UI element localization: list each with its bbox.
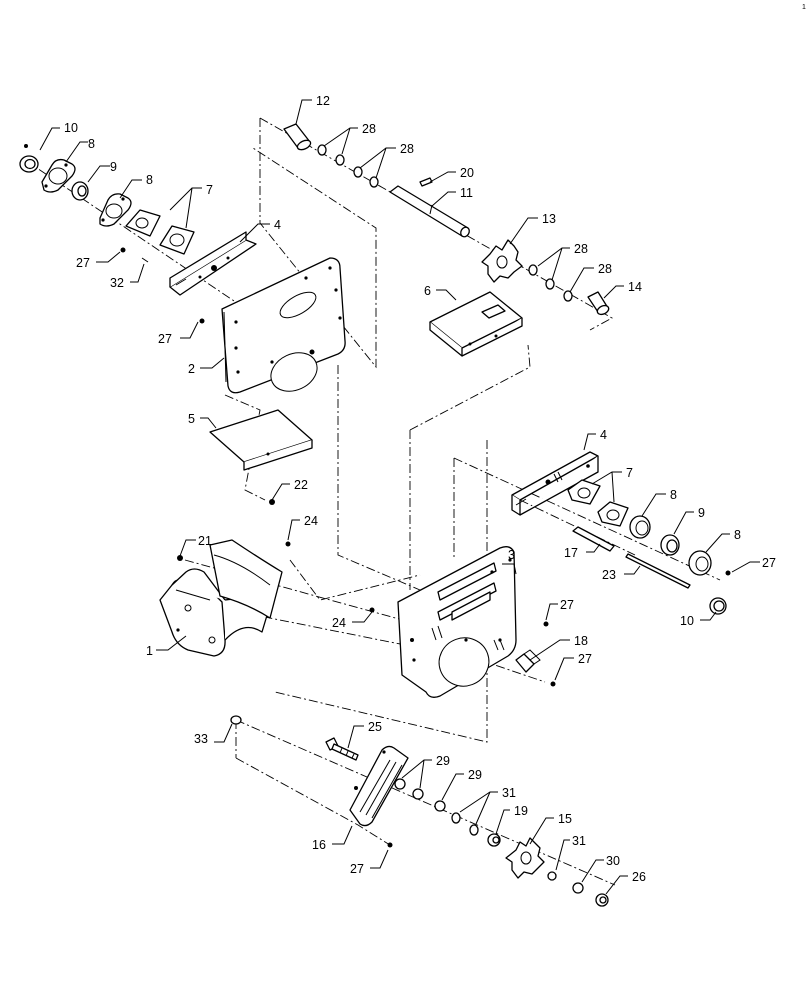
part-19-hub — [487, 833, 501, 847]
callout-33: 33 — [194, 732, 208, 746]
part-4-bracket-lower — [511, 451, 599, 516]
callout-8-top-2: 8 — [146, 173, 153, 187]
callout-23: 23 — [602, 568, 616, 582]
callout-28-a: 28 — [362, 122, 376, 136]
callout-25: 25 — [368, 720, 382, 734]
callout-14: 14 — [628, 280, 642, 294]
callout-29-b: 29 — [468, 768, 482, 782]
callout-17: 17 — [564, 546, 578, 560]
callout-13: 13 — [542, 212, 556, 226]
part-10-bearing-lower — [709, 597, 727, 615]
part-31-washers — [451, 812, 557, 881]
callout-27-d: 27 — [578, 652, 592, 666]
callout-27-c: 27 — [560, 598, 574, 612]
small-hardware-lower — [387, 842, 393, 848]
callout-15: 16 — [312, 838, 326, 852]
part-8-flange-upper-1 — [41, 158, 76, 193]
callout-16: 15 — [558, 812, 572, 826]
part-4-bracket-upper — [169, 231, 257, 296]
callout-2: 2 — [188, 362, 195, 376]
callout-27-b: 27 — [158, 332, 172, 346]
callout-30: 30 — [606, 854, 620, 868]
callout-31-b: 31 — [572, 834, 586, 848]
part-11-shaft-upper — [389, 185, 470, 238]
callout-27-f: 27 — [350, 862, 364, 876]
part-33-washer — [230, 715, 242, 725]
part-9-bearing-lower — [660, 534, 680, 556]
callout-9-top: 9 — [110, 160, 117, 174]
callout-27-a: 27 — [76, 256, 90, 270]
callout-5: 5 — [188, 412, 195, 426]
part-13-sprocket-upper — [481, 239, 523, 283]
callout-3: 3 — [508, 548, 515, 562]
callout-32: 32 — [110, 276, 124, 290]
callout-21: 21 — [198, 534, 212, 548]
small-hardware-housing — [177, 499, 375, 613]
part-29-spacers — [394, 778, 446, 812]
callout-8-top-1: 8 — [88, 137, 95, 151]
part-26-nut — [595, 893, 609, 907]
part-12-bushing — [283, 123, 312, 151]
callout-24-a: 24 — [304, 514, 318, 528]
callout-29-a: 29 — [436, 754, 450, 768]
callout-6: 6 — [424, 284, 431, 298]
part-17-shaft-lower — [572, 526, 615, 552]
callout-7-bottom: 7 — [626, 466, 633, 480]
callout-numbers: 10 8 9 8 7 4 27 32 27 2 5 12 28 28 20 11… — [64, 94, 776, 884]
part-14-bushing — [587, 291, 610, 316]
part-9-bearing-upper — [71, 181, 89, 201]
part-7-plates-lower — [567, 479, 629, 527]
callout-24-b: 24 — [332, 616, 346, 630]
callout-10-bottom: 10 — [680, 614, 694, 628]
callout-4-bottom: 4 — [600, 428, 607, 442]
leader-lines — [39, 99, 760, 895]
part-28-snap-rings-top — [317, 144, 379, 188]
callout-9-bottom: 9 — [698, 506, 705, 520]
part-cover-curved — [209, 539, 283, 619]
callout-8-bottom-1: 8 — [670, 488, 677, 502]
corner-mark: 1 — [802, 4, 806, 11]
part-7-plates-upper — [125, 209, 195, 255]
callout-4-top: 4 — [274, 218, 281, 232]
part-6-guard — [429, 291, 523, 357]
part-16-sprocket-lower — [505, 837, 545, 879]
part-8-flange-upper-2 — [99, 193, 132, 227]
callout-28-d: 28 — [598, 262, 612, 276]
callout-31-a: 31 — [502, 786, 516, 800]
part-5-guard — [209, 409, 313, 471]
part-8-flange-lower-2 — [688, 550, 712, 576]
part-1-housing — [159, 568, 269, 657]
callout-28-c: 28 — [574, 242, 588, 256]
part-8-flange-lower-1 — [629, 515, 651, 539]
callout-11: 11 — [460, 186, 473, 200]
callout-10-top: 10 — [64, 121, 78, 135]
part-20-key — [419, 177, 433, 187]
callout-1: 1 — [146, 644, 153, 658]
part-2-plate-upper — [221, 257, 346, 394]
callout-8-bottom-2: 8 — [734, 528, 741, 542]
callout-7-top: 7 — [206, 183, 213, 197]
small-hardware-upper-left — [120, 247, 205, 324]
callout-26: 26 — [632, 870, 646, 884]
callout-27-e: 27 — [762, 556, 776, 570]
small-hardware-right — [543, 570, 731, 687]
part-23-rod — [625, 553, 691, 589]
callout-20: 20 — [460, 166, 474, 180]
part-28-snap-rings-mid — [528, 264, 573, 302]
callout-28-b: 28 — [400, 142, 414, 156]
part-18-clip — [515, 649, 541, 673]
callout-22: 22 — [294, 478, 308, 492]
part-25-bolt — [325, 737, 359, 761]
part-15-plate — [349, 745, 409, 827]
callout-18: 18 — [574, 634, 588, 648]
callout-12: 12 — [316, 94, 330, 108]
part-30-washer — [572, 882, 584, 894]
part-3-plate-lower — [397, 546, 517, 698]
callout-19: 19 — [514, 804, 528, 818]
part-10-bearing-upper — [19, 144, 39, 173]
